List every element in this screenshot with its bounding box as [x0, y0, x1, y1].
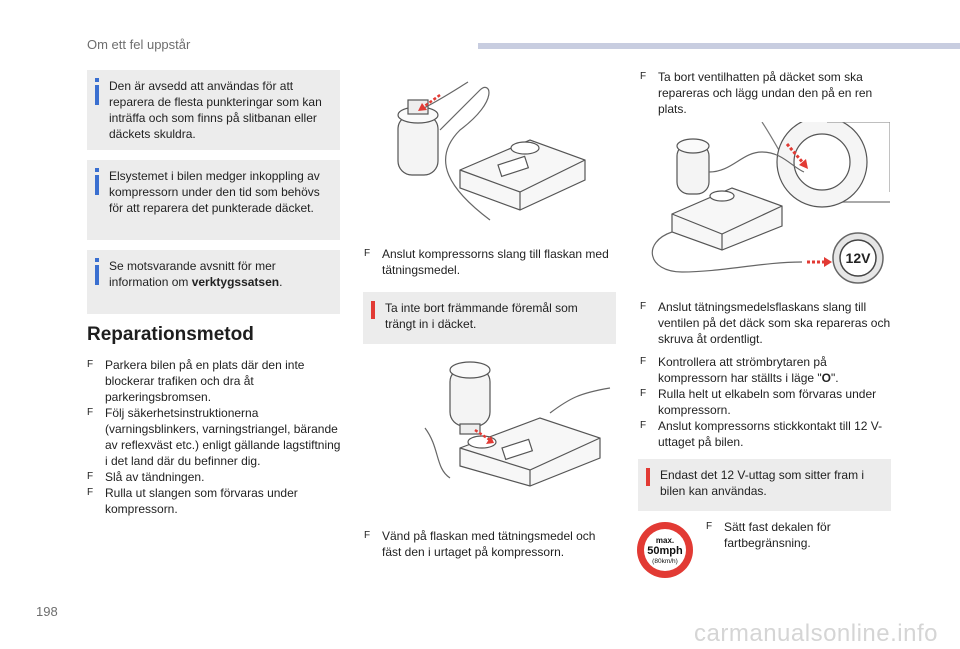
step-text: Anslut tätningsmedelsflaskans slang till… — [658, 300, 891, 346]
step-remove-cap: F Ta bort ventilhatten på däcket som ska … — [640, 69, 892, 117]
step-item: F Följ säkerhetsinstruktionerna (varnings… — [87, 405, 345, 469]
compressor-hose-illustration — [397, 81, 586, 221]
warning-note-1: Ta inte bort främmande föremål som träng… — [363, 292, 616, 344]
step-text: Slå av tändningen. — [105, 470, 205, 484]
info-note-2: Elsystemet i bilen medger inkoppling av … — [87, 160, 340, 240]
section-title: Reparationsmetod — [87, 324, 254, 345]
step-text: Följ säkerhetsinstruktionerna (varningsb… — [105, 406, 341, 468]
watermark: carmanualsonline.info — [694, 620, 938, 647]
step-item: F Parkera bilen på en plats där den inte … — [87, 357, 345, 405]
step-text: Rulla ut slangen som förvaras under komp… — [105, 486, 298, 516]
step-text: Anslut kompressorns slang till flaskan m… — [382, 247, 609, 277]
info-bar — [95, 175, 99, 195]
info-icon — [95, 168, 99, 172]
speed-sign-top: max. — [656, 536, 674, 545]
step-text: Rulla helt ut elkabeln som förvaras unde… — [658, 387, 877, 417]
bullet-icon: F — [640, 388, 647, 399]
info-icon — [95, 78, 99, 82]
step-item: F Anslut kompressorns slang till flaskan … — [364, 246, 616, 278]
bullet-icon: F — [87, 471, 94, 482]
bullet-icon: F — [640, 420, 647, 431]
step-mount-bottle: F Vänd på flaskan med tätningsmedel och f… — [364, 528, 616, 560]
step-text: Parkera bilen på en plats där den inte b… — [105, 358, 305, 404]
bullet-icon: F — [640, 71, 647, 82]
bullet-icon: F — [706, 521, 713, 532]
info-note-3-prefix: Se motsvarande avsnitt för mer informati… — [109, 259, 276, 289]
step-item: F Rulla ut slangen som förvaras under kom… — [87, 485, 345, 517]
bullet-icon: F — [640, 301, 647, 312]
info-icon — [95, 258, 99, 262]
tool-kit-link-text: verktygssatsen — [191, 275, 280, 289]
bottle-mount-illustration — [424, 361, 611, 487]
bullet-icon: F — [364, 530, 371, 541]
step-connect-hose: F Anslut kompressorns slang till flaskan … — [364, 246, 616, 278]
socket-label: 12V — [846, 250, 872, 266]
steps-column-3: F Anslut tätningsmedelsflaskans slang til… — [640, 299, 892, 450]
step-text: Vänd på flaskan med tätningsmedel och fä… — [382, 529, 596, 559]
speed-sign-bottom: (80km/h) — [652, 558, 678, 565]
step-item: F Vänd på flaskan med tätningsmedel och f… — [364, 528, 616, 560]
info-note-3-suffix: . — [279, 275, 283, 289]
warning-icon — [646, 468, 650, 486]
steps-column-1: F Parkera bilen på en plats där den inte … — [87, 357, 345, 517]
header-bar — [478, 43, 960, 49]
tyre-connection-illustration: 12V — [622, 122, 890, 290]
step-item: F Slå av tändningen. — [87, 469, 345, 485]
bullet-icon: F — [364, 248, 371, 259]
warning-icon — [371, 301, 375, 319]
step-text-suffix: ". — [831, 371, 839, 385]
info-note-3: Se motsvarande avsnitt för mer informati… — [87, 250, 340, 314]
step-text: Kontrollera att strömbrytaren på kompres… — [658, 355, 827, 385]
bullet-icon: F — [640, 356, 647, 367]
step-text: Sätt fast dekalen för fartbegränsning. — [724, 520, 831, 550]
info-bar — [95, 265, 99, 285]
switch-position-text: O — [821, 371, 832, 385]
step-item: F Anslut kompressorns stickkontakt till 1… — [640, 418, 892, 450]
info-bar — [95, 85, 99, 105]
step-item: F Kontrollera att strömbrytaren på kompre… — [640, 354, 892, 386]
bullet-icon: F — [87, 407, 94, 418]
page-header-title: Om ett fel uppstår — [87, 37, 191, 52]
page-number: 198 — [36, 604, 58, 619]
speed-limit-sign-icon: max. 50mph (80km/h) — [637, 522, 693, 578]
step-attach-decal: F Sätt fast dekalen för fartbegränsning. — [706, 519, 886, 551]
info-note-2-text: Elsystemet i bilen medger inkoppling av … — [109, 169, 320, 215]
speed-sign-mid: 50mph — [647, 545, 683, 557]
step-text: Ta bort ventilhatten på däcket som ska r… — [658, 70, 873, 116]
info-note-3-text: Se motsvarande avsnitt för mer informati… — [109, 258, 330, 290]
step-item: F Rulla helt ut elkabeln som förvaras und… — [640, 386, 892, 418]
warning-note-1-text: Ta inte bort främmande föremål som träng… — [385, 301, 578, 331]
step-item: F Sätt fast dekalen för fartbegränsning. — [706, 519, 886, 551]
warning-note-2-text: Endast det 12 V-uttag som sitter fram i … — [660, 468, 865, 498]
step-text: Anslut kompressorns stickkontakt till 12… — [658, 419, 883, 449]
step-item: F Ta bort ventilhatten på däcket som ska … — [640, 69, 892, 117]
warning-note-2: Endast det 12 V-uttag som sitter fram i … — [638, 459, 891, 511]
bullet-icon: F — [87, 487, 94, 498]
info-note-1: Den är avsedd att användas för att repar… — [87, 70, 340, 150]
bullet-icon: F — [87, 359, 94, 370]
step-item: F Anslut tätningsmedelsflaskans slang til… — [640, 299, 892, 347]
info-note-1-text: Den är avsedd att användas för att repar… — [109, 79, 322, 141]
